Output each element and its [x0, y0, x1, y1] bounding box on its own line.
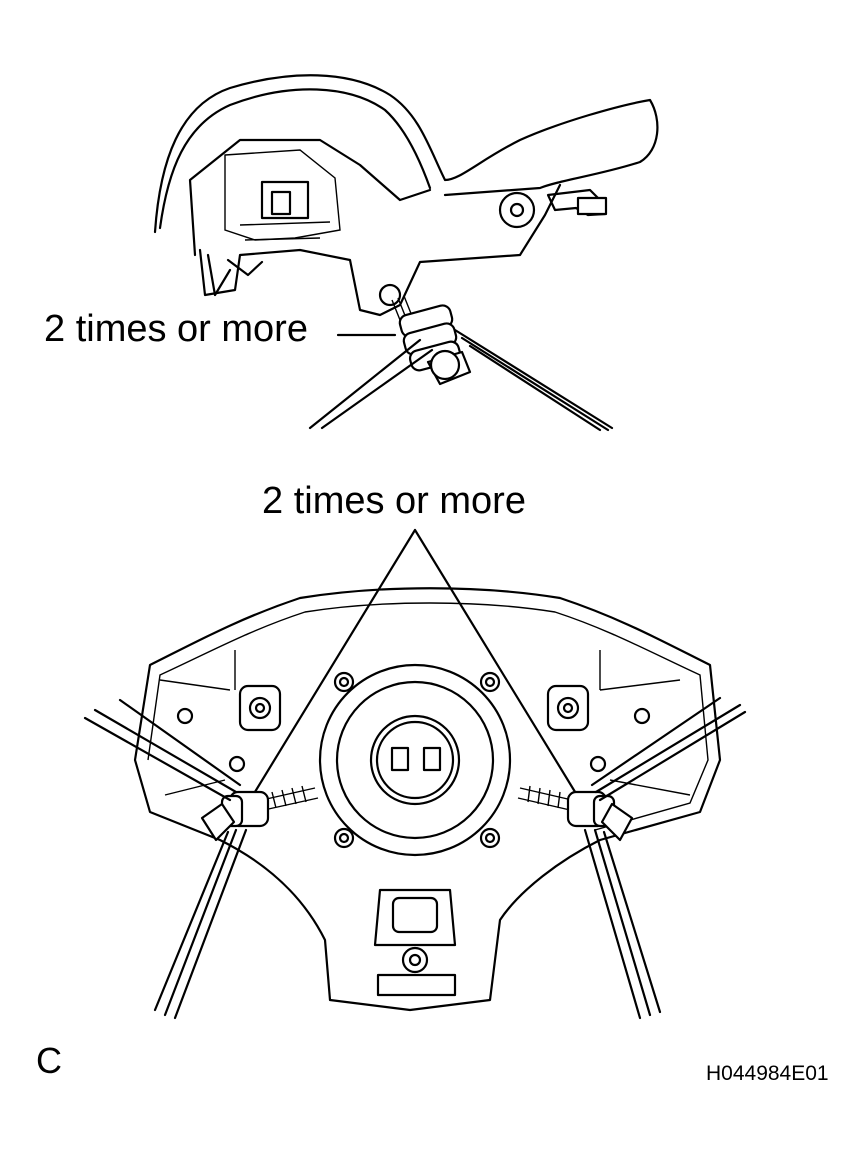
top-callout-label: 2 times or more: [44, 308, 308, 350]
panel-letter: C: [36, 1040, 62, 1081]
callout-lines: [248, 528, 582, 802]
right-bolt-assembly: [517, 696, 747, 1020]
steering-pad-rear-view: [133, 587, 722, 1012]
left-bolt-assembly: [83, 698, 319, 1020]
bottom-callout-label: 2 times or more: [262, 480, 526, 522]
figure-code: H044984E01: [706, 1062, 829, 1085]
steering-pad-side-view: [153, 74, 659, 317]
top-bolt-assembly: [308, 283, 614, 432]
